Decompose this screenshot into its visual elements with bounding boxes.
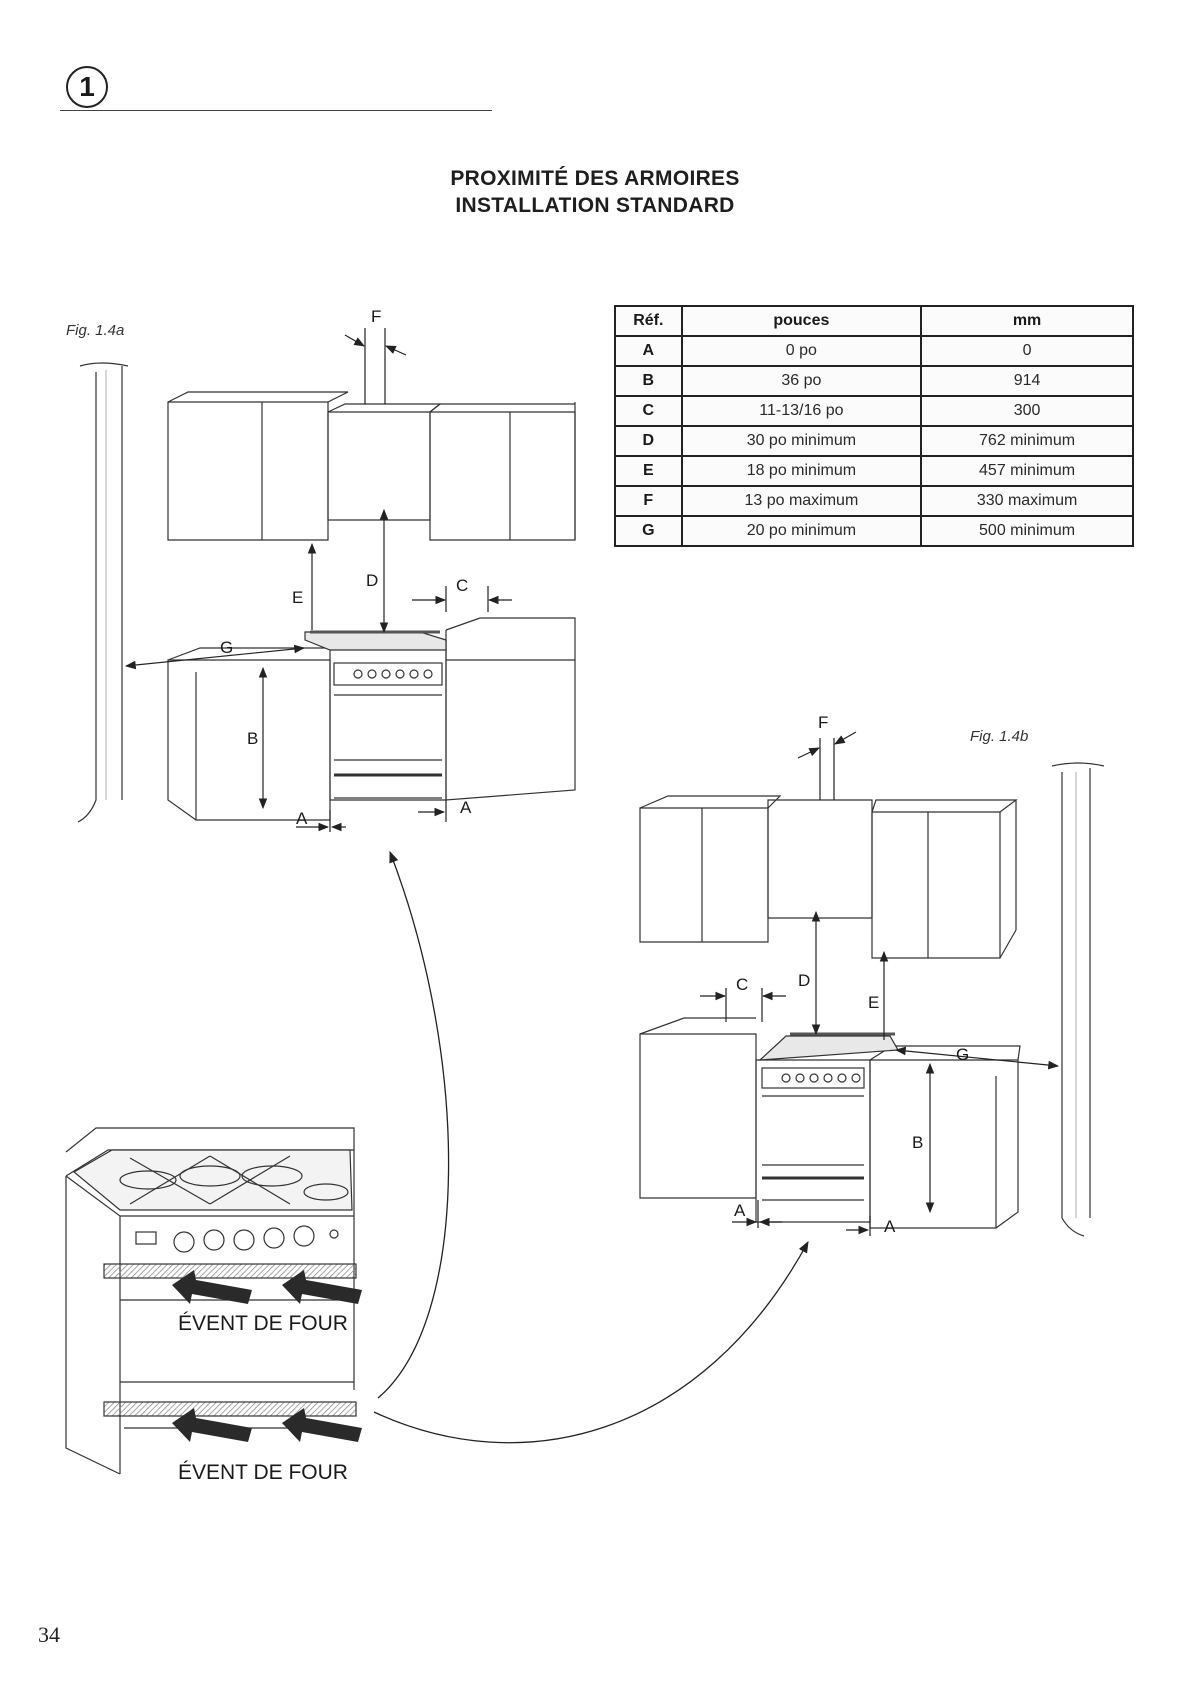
dim-label-e-a: E — [292, 588, 303, 607]
upper-cabinets-a — [168, 392, 575, 540]
dim-label-g-b: G — [956, 1045, 969, 1064]
dim-label-g-a: G — [220, 638, 233, 657]
dim-label-a-left-a: A — [296, 809, 308, 828]
leader-arrows — [374, 852, 808, 1443]
wall-column-a — [78, 363, 128, 822]
dim-label-d-b: D — [798, 971, 810, 990]
vent-label-upper: ÉVENT DE FOUR — [178, 1312, 348, 1335]
control-panel — [136, 1226, 338, 1252]
vent-label-lower: ÉVENT DE FOUR — [178, 1461, 348, 1484]
upper-cabinets-b — [640, 796, 1016, 958]
page-number: 34 — [38, 1622, 60, 1648]
wall-column-b — [1052, 763, 1104, 1236]
dim-label-a-right-b: A — [884, 1217, 896, 1236]
dim-label-c-a: C — [456, 576, 468, 595]
range-appliance-a — [305, 632, 446, 800]
dim-label-e-b: E — [868, 993, 879, 1012]
dim-label-f-b: F — [818, 713, 828, 732]
dim-label-c-b: C — [736, 975, 748, 994]
figure-b-drawing — [640, 732, 1104, 1236]
dim-label-a-right-a: A — [460, 798, 472, 817]
upper-oven-vent — [104, 1264, 356, 1278]
lower-oven-vent — [104, 1402, 356, 1416]
dim-label-f-a: F — [371, 307, 381, 326]
dim-label-b-b: B — [912, 1133, 923, 1152]
burner-grates — [74, 1150, 352, 1210]
dim-label-b-a: B — [247, 729, 258, 748]
figure-a-drawing — [78, 328, 575, 832]
dim-label-a-left-b: A — [734, 1201, 746, 1220]
dim-label-d-a: D — [366, 571, 378, 590]
range-appliance-b — [756, 1034, 898, 1222]
